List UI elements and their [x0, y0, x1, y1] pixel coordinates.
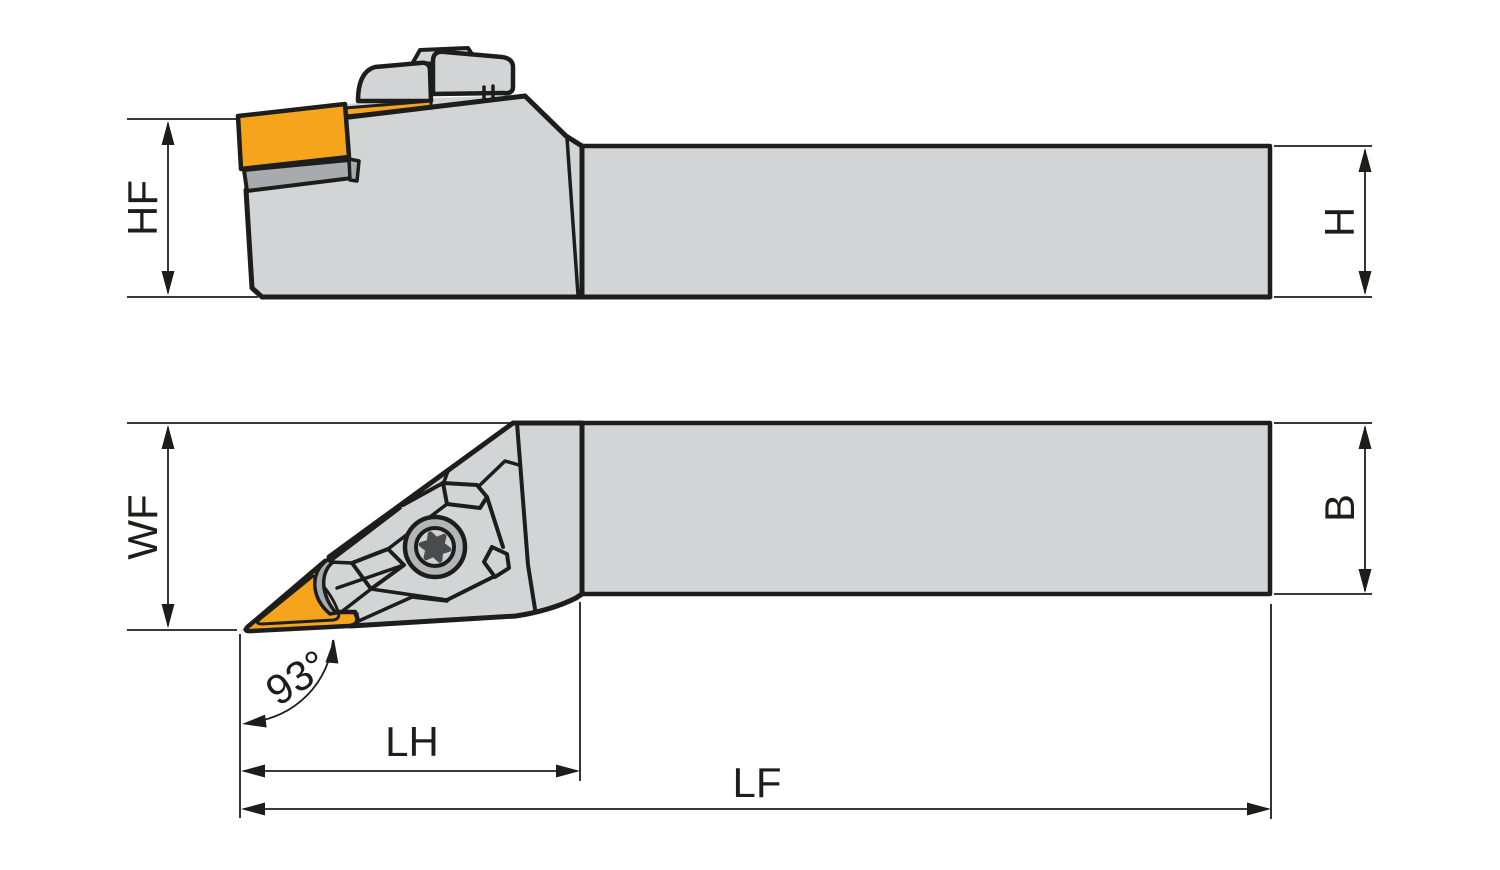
shim-corner — [347, 157, 361, 183]
nose-mid-link — [335, 563, 406, 590]
dim-lh: LH — [241, 602, 581, 781]
clamp-bottom-edge — [445, 575, 495, 602]
insert-side-view — [235, 101, 352, 172]
dim-label-angle: 93° — [257, 641, 336, 715]
dim-hf: HF — [119, 118, 258, 298]
torx-screw-icon — [402, 514, 468, 580]
dim-label-hf: HF — [119, 180, 166, 236]
facet-connector-2 — [477, 459, 521, 488]
hf-arrow-up — [161, 121, 175, 145]
dim-label-wf: WF — [119, 494, 166, 559]
dim-b: B — [1274, 422, 1372, 595]
lf-arrow-left — [241, 802, 265, 816]
angle-arrow-upper — [325, 638, 341, 664]
clamp-top-facet — [441, 481, 489, 510]
clamp-facet-lines — [326, 420, 585, 629]
head-bottom-edge — [243, 187, 1273, 300]
h-arrow-up — [1358, 148, 1372, 172]
head-front-bottom-edge — [347, 591, 585, 629]
clamp-top-left-edge — [401, 481, 445, 507]
chamfer-band-line — [327, 506, 402, 564]
head-neck-facet — [565, 136, 580, 297]
facet-connector-1 — [442, 469, 450, 484]
plan-view: WF B 93° LH — [119, 420, 1372, 819]
clamp-right-edge — [485, 495, 505, 549]
b-arrow-down — [1358, 569, 1372, 593]
hf-arrow-down — [161, 271, 175, 295]
dim-lf: LF — [241, 604, 1272, 819]
b-arrow-up — [1358, 425, 1372, 449]
side-view: HF H — [119, 46, 1372, 300]
wf-arrow-down — [161, 604, 175, 628]
wf-arrow-up — [161, 425, 175, 449]
lf-arrow-right — [1247, 802, 1271, 816]
arm-lower-edge — [350, 595, 449, 626]
insert-inner-contour — [255, 574, 341, 626]
dim-lead-angle: 93° — [239, 634, 341, 818]
angle-arrow-lower — [241, 714, 267, 731]
torx-socket — [418, 531, 452, 563]
head-top-edge — [346, 93, 585, 149]
dim-h: H — [1274, 145, 1372, 298]
clamp-right-lobe — [430, 49, 516, 97]
nose-low-link — [338, 587, 373, 615]
h-arrow-down — [1358, 271, 1372, 295]
head-hypotenuse-edge — [326, 420, 585, 560]
dim-wf: WF — [119, 422, 510, 631]
dim-label-h: H — [1316, 207, 1363, 237]
clamp-notch-lines — [482, 84, 495, 101]
dim-label-lf: LF — [732, 759, 781, 806]
head-separator-line — [515, 421, 537, 611]
lh-arrow-left — [241, 764, 265, 778]
lh-arrow-right — [556, 764, 580, 778]
plan-view-shank — [579, 420, 1273, 597]
dim-label-lh: LH — [385, 718, 439, 765]
dim-label-b: B — [1316, 494, 1363, 522]
clamp-nose — [313, 558, 338, 616]
side-view-shank — [579, 143, 1273, 300]
clamp-corner-facet — [482, 545, 511, 579]
clamp-left-lobe — [355, 60, 434, 104]
